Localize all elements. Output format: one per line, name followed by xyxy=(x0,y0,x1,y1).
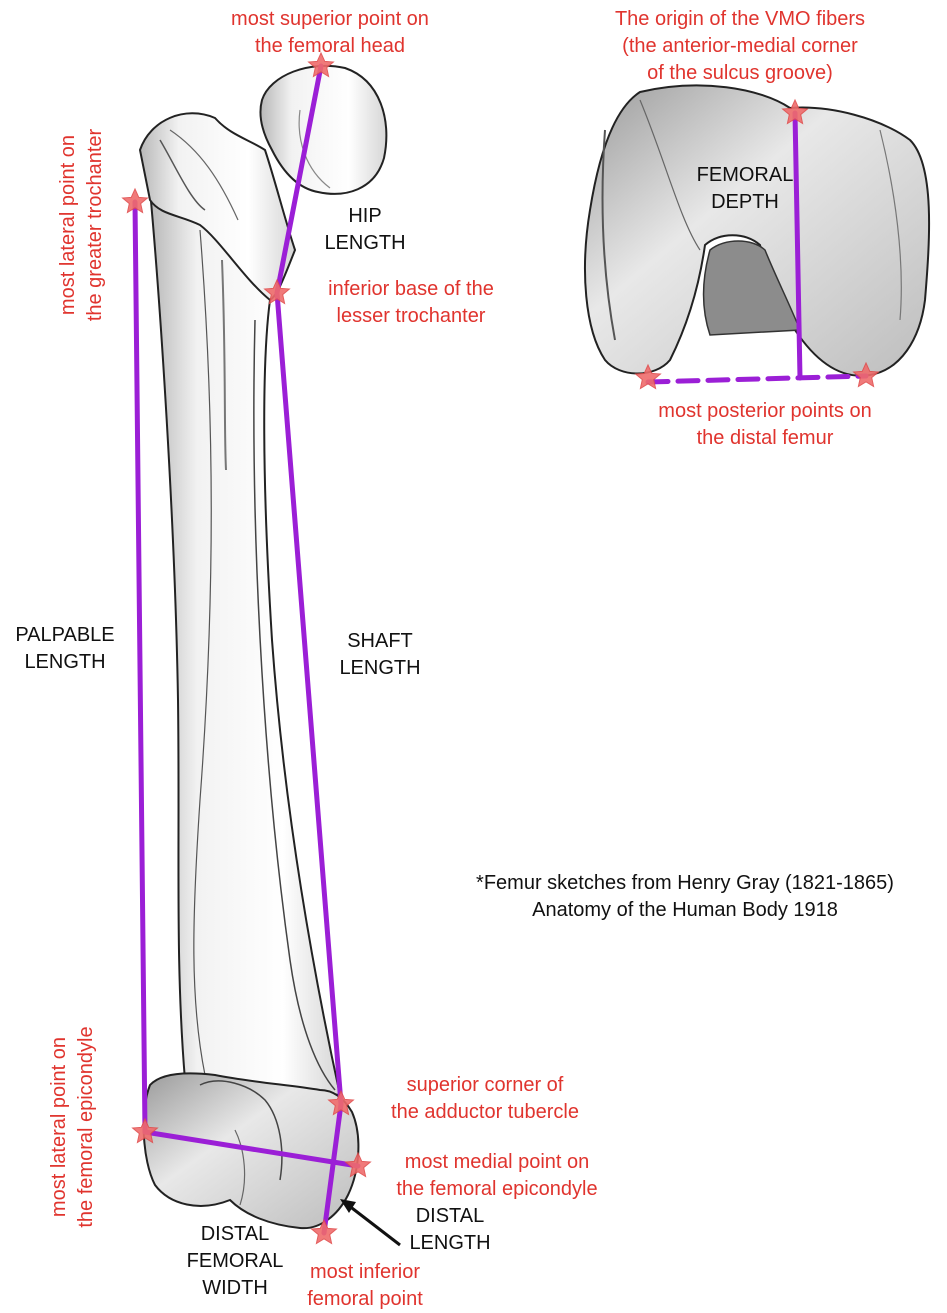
label-line: SHAFT xyxy=(325,628,435,655)
label-line: FEMORAL xyxy=(685,162,805,189)
label-line: PALPABLE xyxy=(5,622,125,649)
image-credit: *Femur sketches from Henry Gray (1821-18… xyxy=(430,870,940,924)
label-line: most superior point on xyxy=(200,6,460,33)
credit-line: *Femur sketches from Henry Gray (1821-18… xyxy=(430,870,940,897)
label-inferior-point: most inferior femoral point xyxy=(285,1259,445,1313)
label-line: the distal femur xyxy=(630,425,900,452)
femoral-head xyxy=(260,66,386,194)
label-line: the femoral head xyxy=(200,33,460,60)
label-line: LENGTH xyxy=(325,655,435,682)
label-femoral-head-top: most superior point on the femoral head xyxy=(200,6,460,60)
label-line: femoral point xyxy=(285,1286,445,1313)
label-line: most lateral point on xyxy=(55,90,82,360)
label-line: FEMORAL xyxy=(180,1248,290,1275)
label-line: of the sulcus groove) xyxy=(580,60,900,87)
label-distal-length: DISTAL LENGTH xyxy=(395,1203,505,1257)
label-distal-femoral-width: DISTAL FEMORAL WIDTH xyxy=(180,1221,290,1302)
label-line: DISTAL xyxy=(180,1221,290,1248)
label-line: (the anterior-medial corner xyxy=(580,33,900,60)
label-line: most inferior xyxy=(285,1259,445,1286)
distal-femur-sketch xyxy=(585,85,929,375)
label-line: DEPTH xyxy=(685,189,805,216)
label-vmo-origin: The origin of the VMO fibers (the anteri… xyxy=(580,6,900,87)
label-line: LENGTH xyxy=(315,230,415,257)
label-line: most medial point on xyxy=(372,1149,622,1176)
label-line: the femoral epicondyle xyxy=(372,1176,622,1203)
label-line: LENGTH xyxy=(395,1230,505,1257)
label-femoral-depth: FEMORAL DEPTH xyxy=(685,162,805,216)
distal-length-arrow xyxy=(340,1199,400,1245)
label-line: LENGTH xyxy=(5,649,125,676)
label-line: most lateral point on xyxy=(46,992,73,1262)
label-posterior-points: most posterior points on the distal femu… xyxy=(630,398,900,452)
label-hip-length: HIP LENGTH xyxy=(315,203,415,257)
label-shaft-length: SHAFT LENGTH xyxy=(325,628,435,682)
label-medial-epicondyle: most medial point on the femoral epicond… xyxy=(372,1149,622,1203)
label-adductor-tubercle: superior corner of the adductor tubercle xyxy=(375,1072,595,1126)
palpable-length-line xyxy=(135,202,145,1132)
label-line: the greater trochanter xyxy=(82,90,109,360)
label-line: lesser trochanter xyxy=(306,303,516,330)
label-line: The origin of the VMO fibers xyxy=(580,6,900,33)
label-greater-trochanter: most lateral point on the greater trocha… xyxy=(55,90,109,360)
label-line: WIDTH xyxy=(180,1275,290,1302)
label-palpable-length: PALPABLE LENGTH xyxy=(5,622,125,676)
label-line: most posterior points on xyxy=(630,398,900,425)
label-line: inferior base of the xyxy=(306,276,516,303)
label-line: the femoral epicondyle xyxy=(73,992,100,1262)
label-line: the adductor tubercle xyxy=(375,1099,595,1126)
posterior-condylar-line xyxy=(648,376,866,382)
label-line: HIP xyxy=(315,203,415,230)
label-line: superior corner of xyxy=(375,1072,595,1099)
label-lesser-trochanter: inferior base of the lesser trochanter xyxy=(306,276,516,330)
label-lateral-epicondyle: most lateral point on the femoral epicon… xyxy=(46,992,100,1262)
credit-line: Anatomy of the Human Body 1918 xyxy=(430,897,940,924)
label-line: DISTAL xyxy=(395,1203,505,1230)
